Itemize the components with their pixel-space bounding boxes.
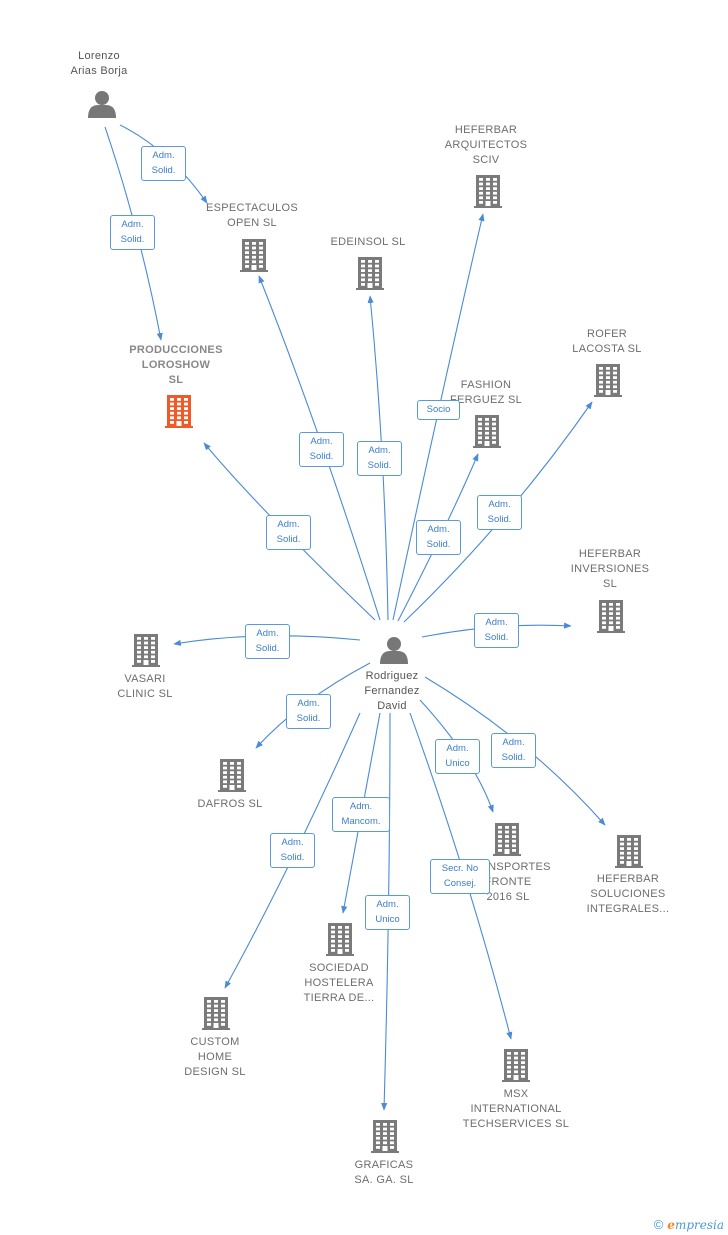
node-label: Lorenzo Arias Borja	[70, 50, 128, 77]
node-label: MSX INTERNATIONAL TECHSERVICES SL	[462, 1088, 570, 1130]
node-label: PRODUCCIONES LOROSHOW SL	[129, 344, 223, 386]
node-dafros[interactable]: DAFROS SL	[170, 797, 290, 812]
node-heferbar-inversiones[interactable]: HEFERBAR INVERSIONES SL	[550, 547, 670, 592]
node-msx[interactable]: MSX INTERNATIONAL TECHSERVICES SL	[446, 1087, 586, 1132]
node-label: ESPECTACULOS OPEN SL	[205, 202, 299, 229]
node-heferbar-arquitectos[interactable]: HEFERBAR ARQUITECTOS SCIV	[426, 123, 546, 168]
node-label: GRAFICAS SA. GA. SL	[354, 1159, 414, 1186]
node-icons	[88, 91, 643, 1153]
node-sociedad[interactable]: SOCIEDAD HOSTELERA TIERRA DE...	[279, 961, 399, 1006]
node-rodriguez[interactable]: Rodriguez Fernandez David	[342, 669, 442, 714]
edge-label-rodriguez-vasari[interactable]: Adm. Solid.	[245, 624, 290, 659]
node-lorenzo[interactable]: Lorenzo Arias Borja	[49, 49, 149, 79]
edge-label-rodriguez-heferbar-arquitectos[interactable]: Socio	[417, 400, 460, 420]
node-fashion[interactable]: FASHION FERGUEZ SL	[426, 378, 546, 408]
building-icon[interactable]	[493, 823, 521, 856]
node-edeinsol[interactable]: EDEINSOL SL	[308, 235, 428, 250]
node-producciones[interactable]: PRODUCCIONES LOROSHOW SL	[106, 343, 246, 388]
building-icon[interactable]	[240, 239, 268, 272]
edge-label-rodriguez-producciones[interactable]: Adm. Solid.	[266, 515, 311, 550]
building-icon[interactable]	[474, 175, 502, 208]
building-icon[interactable]	[326, 923, 354, 956]
copyright-symbol: ©	[653, 1217, 664, 1232]
building-icon[interactable]	[132, 634, 160, 667]
node-rofer[interactable]: ROFER LACOSTA SL	[547, 327, 667, 357]
building-icon[interactable]	[165, 395, 193, 428]
node-label: Rodriguez Fernandez David	[364, 670, 420, 712]
edge-label-lorenzo-producciones[interactable]: Adm. Solid.	[110, 215, 155, 250]
node-espectaculos[interactable]: ESPECTACULOS OPEN SL	[192, 201, 312, 231]
node-label: HEFERBAR INVERSIONES SL	[570, 548, 650, 590]
building-icon[interactable]	[473, 415, 501, 448]
building-icon[interactable]	[218, 759, 246, 792]
building-icon[interactable]	[597, 600, 625, 633]
edge-label-rodriguez-rofer[interactable]: Adm. Solid.	[477, 495, 522, 530]
brand-logo-text: mpresia	[674, 1218, 724, 1232]
node-custom[interactable]: CUSTOM HOME DESIGN SL	[155, 1035, 275, 1080]
building-icon[interactable]	[356, 257, 384, 290]
edge-label-rodriguez-custom[interactable]: Adm. Solid.	[270, 833, 315, 868]
node-label: EDEINSOL SL	[330, 236, 406, 248]
edge-label-rodriguez-heferbar-soluciones[interactable]: Adm. Solid.	[491, 733, 536, 768]
person-icon[interactable]	[88, 91, 116, 118]
edge-label-lorenzo-espectaculos[interactable]: Adm. Solid.	[141, 146, 186, 181]
node-label: CUSTOM HOME DESIGN SL	[184, 1036, 246, 1078]
building-icon[interactable]	[371, 1120, 399, 1153]
node-heferbar-soluciones[interactable]: HEFERBAR SOLUCIONES INTEGRALES...	[568, 872, 688, 917]
edge-label-rodriguez-transportes[interactable]: Adm. Unico	[435, 739, 480, 774]
edge-label-rodriguez-edeinsol[interactable]: Adm. Solid.	[357, 441, 402, 476]
node-label: HEFERBAR ARQUITECTOS SCIV	[444, 124, 528, 166]
edge-label-rodriguez-sociedad[interactable]: Adm. Mancom.	[332, 797, 390, 832]
building-icon[interactable]	[615, 835, 643, 868]
node-vasari[interactable]: VASARI CLINIC SL	[85, 672, 205, 702]
node-graficas[interactable]: GRAFICAS SA. GA. SL	[324, 1158, 444, 1188]
edge-label-rodriguez-msx[interactable]: Secr. No Consej.	[430, 859, 490, 894]
node-label: ROFER LACOSTA SL	[572, 328, 642, 355]
footer-brand: ©empresia	[654, 1217, 724, 1232]
building-icon[interactable]	[202, 997, 230, 1030]
building-icon[interactable]	[594, 364, 622, 397]
edge-label-rodriguez-heferbar-inversiones[interactable]: Adm. Solid.	[474, 613, 519, 648]
edge-label-rodriguez-graficas[interactable]: Adm. Unico	[365, 895, 410, 930]
node-label: SOCIEDAD HOSTELERA TIERRA DE...	[303, 962, 375, 1004]
edge-label-rodriguez-fashion[interactable]: Adm. Solid.	[416, 520, 461, 555]
node-label: VASARI CLINIC SL	[117, 673, 173, 700]
brand-logo-e: e	[667, 1218, 675, 1232]
node-label: FASHION FERGUEZ SL	[449, 379, 523, 406]
node-label: HEFERBAR SOLUCIONES INTEGRALES...	[586, 873, 670, 915]
node-label: DAFROS SL	[197, 798, 263, 810]
person-icon[interactable]	[380, 637, 408, 664]
building-icon[interactable]	[502, 1049, 530, 1082]
edge-label-rodriguez-dafros[interactable]: Adm. Solid.	[286, 694, 331, 729]
edge-label-rodriguez-espectaculos[interactable]: Adm. Solid.	[299, 432, 344, 467]
